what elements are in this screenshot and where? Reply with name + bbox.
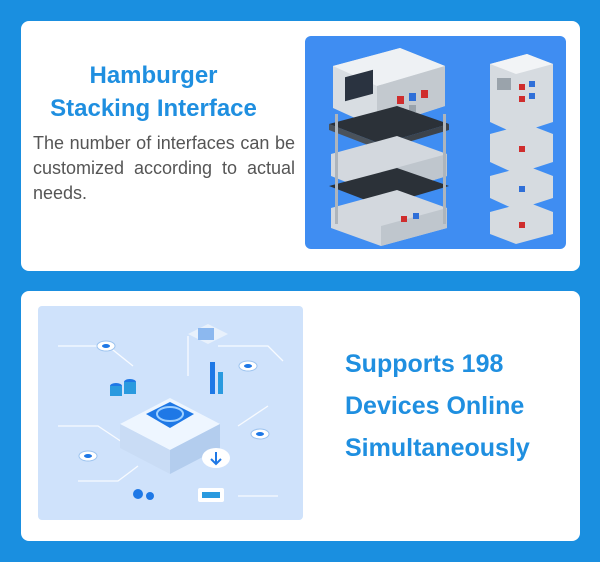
- central-hub: [120, 398, 220, 474]
- devices-online-title: Supports 198 Devices Online Simultaneous…: [345, 343, 575, 469]
- right-module-column: [490, 54, 553, 244]
- title-line: Hamburger: [89, 62, 218, 89]
- left-module-stack: [329, 48, 449, 246]
- stacked-modules-illustration: [329, 48, 553, 246]
- devices-online-card: Supports 198 Devices Online Simultaneous…: [21, 291, 580, 541]
- cloud-node: [202, 448, 230, 468]
- iot-network-image: [38, 306, 303, 520]
- database-cylinders: [110, 379, 136, 396]
- title-line: Simultaneously: [345, 434, 530, 462]
- stacking-interface-card: Hamburger Stacking Interface The number …: [21, 21, 580, 271]
- title-line: Supports 198: [345, 350, 504, 378]
- title-line: Stacking Interface: [50, 95, 257, 122]
- stacked-modules-image: [305, 36, 566, 249]
- stacking-interface-title: Hamburger Stacking Interface: [21, 59, 286, 125]
- title-line: Devices Online: [345, 392, 525, 420]
- stacking-interface-description: The number of interfaces can be customiz…: [33, 133, 295, 203]
- iot-network-illustration: [58, 324, 284, 502]
- chart-device: [188, 324, 228, 394]
